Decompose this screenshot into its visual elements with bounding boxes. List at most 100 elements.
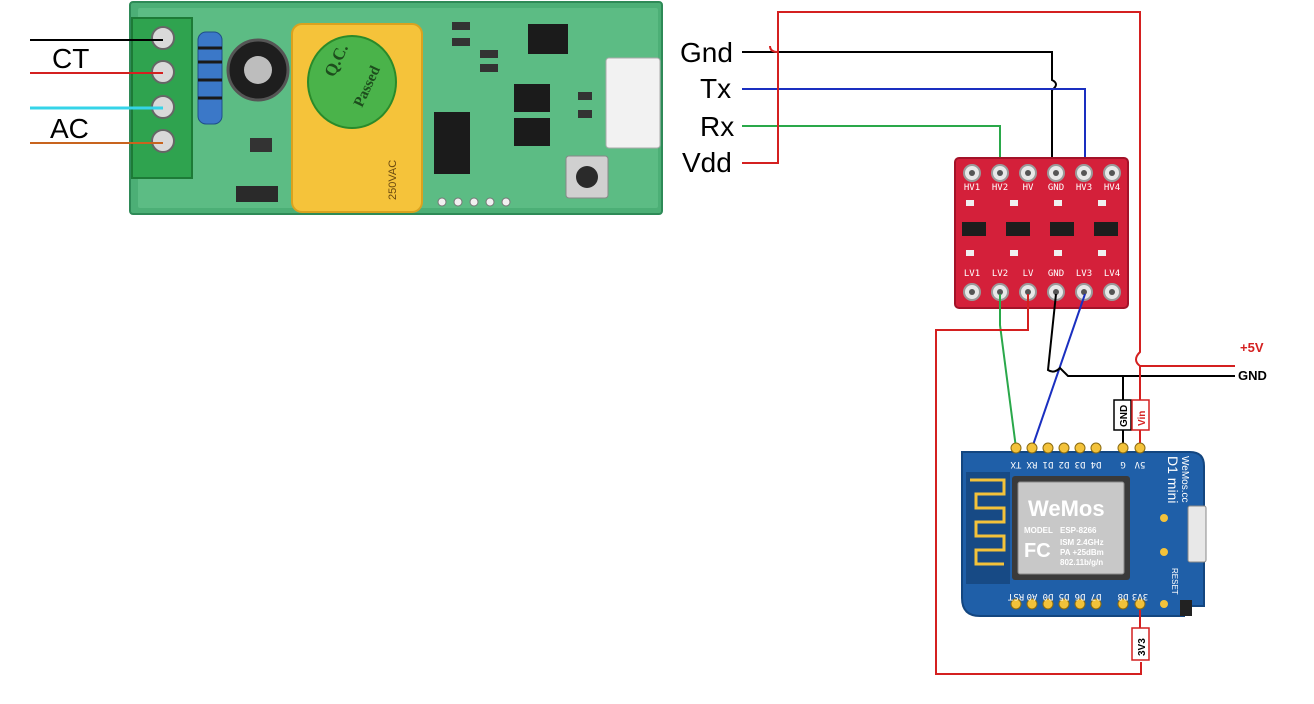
reset-button[interactable] (1180, 600, 1192, 616)
hv-pin-labels: HV1 HV2 HV GND HV3 HV4 (964, 183, 1120, 193)
shifter-pin-hole-center (1025, 170, 1031, 176)
mcu-chip (434, 112, 470, 174)
wemos-pin-label: TX (1010, 459, 1021, 469)
shifter-board (954, 157, 1129, 309)
tag-gnd (1113, 399, 1132, 431)
wemos-d1-mini: TX RX D1 D2 D3 D4 G 5V RST A0 D0 D5 D6 D… (961, 399, 1207, 661)
label-vdd: Vdd (682, 147, 732, 178)
wire-lv-3v3 (935, 294, 1142, 675)
wemos-pin-label: A0 (1027, 591, 1038, 601)
wire-tx-hv3 (742, 88, 1086, 176)
fcc-logo: FC (1024, 540, 1051, 562)
smd-inductor (236, 186, 278, 202)
shifter-pin-hole-center (1081, 170, 1087, 176)
label-rx: Rx (700, 111, 734, 142)
jst-connector (605, 57, 661, 149)
qc-sticker (307, 35, 397, 129)
wemos-model: ESP-8266 (1060, 526, 1097, 535)
optocoupler-1 (514, 84, 550, 112)
tag-3v3-text: 3V3 (1137, 638, 1148, 656)
wemos-pin-label: D6 (1075, 591, 1086, 601)
wemos-pin-label: 5V (1134, 459, 1145, 469)
smd-parts (250, 22, 592, 152)
wemos-site-label: WeMos.cc (1179, 456, 1190, 503)
wemos-pin-label: D8 (1118, 591, 1129, 601)
wemos-bottom-labels: RST A0 D0 D5 D6 D7 D8 3V3 (1007, 591, 1148, 601)
wemos-top-labels: TX RX D1 D2 D3 D4 G 5V (1010, 459, 1145, 469)
shifter-pin-hole-center (1025, 289, 1031, 295)
hv-pin-label: HV (1023, 183, 1034, 193)
tag-vin (1131, 399, 1150, 431)
wemos-pin-label: D0 (1043, 591, 1054, 601)
wemos-pin-label: D3 (1075, 459, 1086, 469)
lv-holes (963, 283, 1121, 301)
lv-pin-label: LV1 (964, 269, 980, 279)
wemos-brand: WeMos (1028, 496, 1105, 521)
label-tx: Tx (700, 73, 731, 104)
lv-pin-label: LV (1023, 269, 1034, 279)
resistor (197, 31, 223, 125)
pzem-module: Q.C. Passed 250VAC (129, 1, 663, 215)
label-gnd: Gnd (680, 37, 733, 68)
mosfets (962, 222, 1118, 236)
wemos-top-holes (1010, 442, 1146, 454)
lv-pin-label: LV4 (1104, 269, 1120, 279)
hv-pin-label: HV2 (992, 183, 1008, 193)
wemos-pin-label: D7 (1091, 591, 1102, 601)
wemos-mount-pads (1160, 514, 1168, 608)
hv-pin-label: GND (1048, 183, 1064, 193)
hv-holes (963, 164, 1121, 182)
hv-pin-label: HV4 (1104, 183, 1120, 193)
wire-gnd-rail (1046, 293, 1235, 377)
shifter-pin-hole-center (969, 289, 975, 295)
shifter-smd (966, 200, 1106, 256)
wire-lv3-rx (1031, 293, 1086, 449)
hv-pin-label: HV1 (964, 183, 980, 193)
esp-shield (1017, 481, 1125, 575)
wire-vdd-5v (742, 11, 1235, 367)
wemos-bottom-holes (1010, 598, 1146, 610)
wemos-pin-label: D1 (1043, 459, 1054, 469)
shifter-pin-hole-center (1109, 289, 1115, 295)
wemos-spec-2: PA +25dBm (1060, 548, 1104, 557)
usb-port (1187, 505, 1207, 563)
label-gnd-rail: GND (1238, 368, 1267, 383)
reset-label: RESET (1170, 568, 1179, 595)
ct-label: CT (52, 43, 89, 74)
wemos-pin-label: D2 (1059, 459, 1070, 469)
label-plus5v: +5V (1240, 340, 1264, 355)
tact-switch-button (576, 166, 598, 188)
ac-label: AC (50, 113, 89, 144)
wemos-pin-label: 3V3 (1132, 591, 1148, 601)
wire-lv2-tx (999, 294, 1017, 449)
lv-pin-labels: LV1 LV2 LV GND LV3 LV4 (964, 269, 1120, 279)
wemos-pin-label: RST (1007, 591, 1024, 601)
wemos-spec-1: ISM 2.4GHz (1060, 538, 1104, 547)
shifter-pin-hole-center (1109, 170, 1115, 176)
hv-pin-label: HV3 (1076, 183, 1092, 193)
shifter-pin-hole-center (1053, 170, 1059, 176)
shifter-pin-hole-center (997, 289, 1003, 295)
pzem-input-wires: CT AC (30, 39, 163, 144)
tag-vin-text: Vin (1137, 411, 1148, 426)
optocoupler-2 (514, 118, 550, 146)
wemos-pin-label: G (1120, 459, 1125, 469)
d1mini-label: D1 mini (1165, 456, 1181, 503)
shifter-pin-hole-center (1081, 289, 1087, 295)
shifter-pin-hole-center (969, 170, 975, 176)
ic-1 (528, 24, 568, 54)
wemos-spec-3: 802.11b/g/n (1060, 558, 1103, 567)
level-shifter: HV1 HV2 HV GND HV3 HV4 LV1 LV2 LV GND LV… (954, 157, 1129, 309)
shifter-pin-hole-center (1053, 289, 1059, 295)
tag-gnd-text: GND (1119, 405, 1130, 427)
wemos-pin-label: D4 (1091, 459, 1102, 469)
lv-pin-label: GND (1048, 269, 1064, 279)
cap-rating-text: 250VAC (387, 160, 399, 200)
lv-pin-label: LV3 (1076, 269, 1092, 279)
lv-pin-label: LV2 (992, 269, 1008, 279)
wemos-model-label: MODEL (1024, 526, 1053, 535)
wemos-pin-label: RX (1026, 459, 1037, 469)
antenna-trace-icon (970, 478, 1006, 566)
